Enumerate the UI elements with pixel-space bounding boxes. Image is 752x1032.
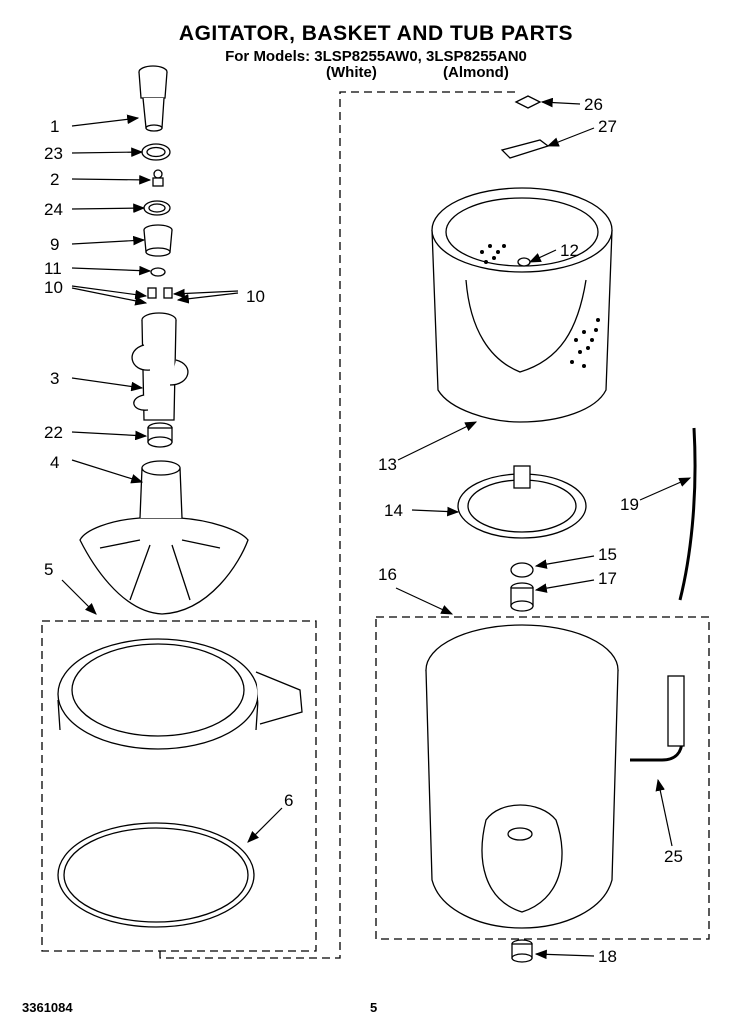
- bracket-27: [500, 139, 550, 159]
- callout-14: 14: [384, 501, 403, 520]
- bearing-22: [147, 422, 173, 448]
- callout-labels: 1 23 2 24 9 11 10 10 3 22 4 5 6 26 27 12…: [44, 95, 683, 966]
- tub-16: [425, 624, 619, 929]
- callout-2: 2: [50, 170, 59, 189]
- callout-13: 13: [378, 455, 397, 474]
- ring-11: [150, 267, 166, 277]
- callout-3: 3: [50, 369, 59, 388]
- lower-link-line: [159, 640, 341, 959]
- seal-17: [510, 582, 534, 612]
- callout-12: 12: [560, 241, 579, 260]
- ring-15: [510, 562, 534, 578]
- color-almond: (Almond): [443, 64, 509, 81]
- callout-23: 23: [44, 144, 63, 163]
- callout-22: 22: [44, 423, 63, 442]
- callout-19: 19: [620, 495, 639, 514]
- callout-6: 6: [284, 791, 293, 810]
- agitator-base-4: [79, 460, 249, 615]
- callout-5: 5: [44, 560, 53, 579]
- hub-14: [457, 465, 587, 539]
- dog-right: [163, 287, 173, 299]
- models-line: For Models: 3LSP8255AW0, 3LSP8255AN0: [225, 48, 527, 65]
- bolt: [152, 169, 164, 187]
- auger-3: [131, 312, 189, 421]
- tub-group-box: [375, 616, 710, 940]
- doc-number: 3361084: [22, 1000, 73, 1015]
- callout-16: 16: [378, 565, 397, 584]
- callout-1: 1: [50, 117, 59, 136]
- callout-10-right: 10: [246, 287, 265, 306]
- callout-15: 15: [598, 545, 617, 564]
- callout-11: 11: [44, 259, 62, 278]
- callout-4: 4: [50, 453, 59, 472]
- nut-12: [517, 257, 531, 267]
- callout-26: 26: [584, 95, 603, 114]
- color-white: (White): [326, 64, 377, 81]
- drive-group-box: [41, 620, 317, 952]
- callout-18: 18: [598, 947, 617, 966]
- callout-25: 25: [664, 847, 683, 866]
- callout-10-left: 10: [44, 278, 63, 297]
- diagram-title: AGITATOR, BASKET AND TUB PARTS: [178, 22, 574, 45]
- callout-9: 9: [50, 235, 59, 254]
- basket-13: [431, 187, 613, 423]
- callout-24: 24: [44, 200, 63, 219]
- dog-left: [147, 287, 157, 299]
- tube-19: [678, 427, 697, 601]
- basket-holes: [480, 244, 600, 368]
- page-number: 5: [370, 1000, 378, 1015]
- center-link-line: [339, 91, 520, 640]
- callout-27: 27: [598, 117, 617, 136]
- cam-9: [143, 224, 173, 257]
- callout-17: 17: [598, 569, 617, 588]
- clamp-ring-6: [57, 822, 255, 928]
- cap-18: [511, 939, 533, 963]
- agitator-cap: [138, 65, 168, 132]
- clip-26: [514, 95, 542, 109]
- drive-ring-5: [57, 638, 303, 750]
